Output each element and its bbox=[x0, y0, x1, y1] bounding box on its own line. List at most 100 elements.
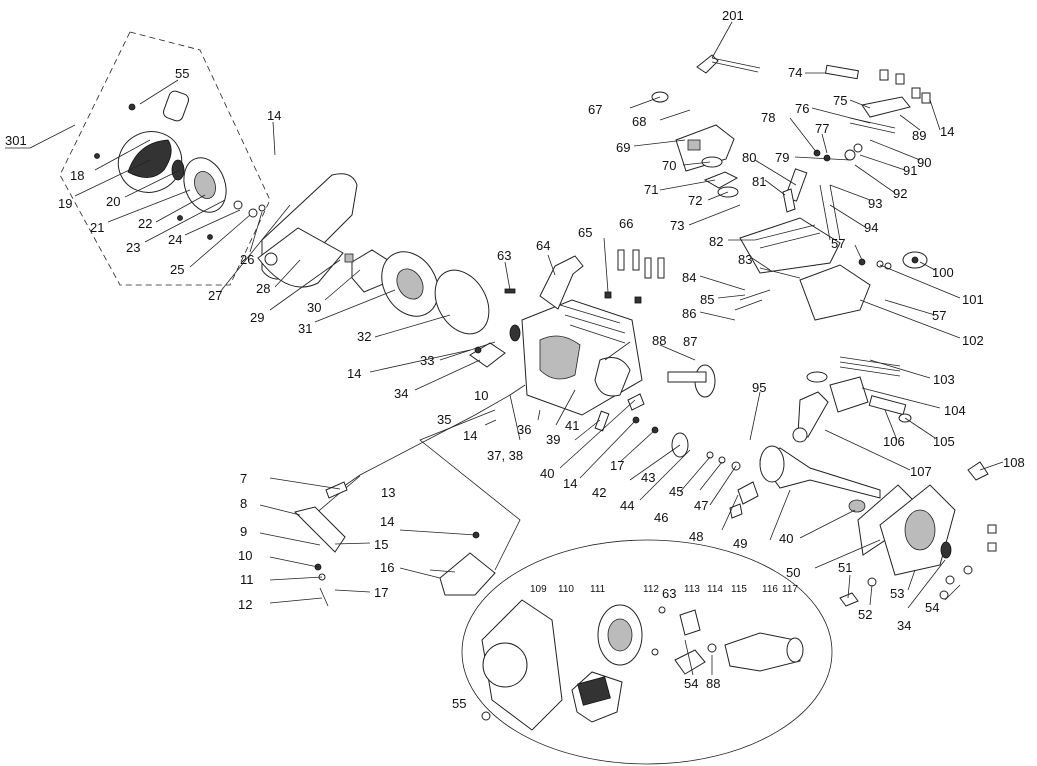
oil-seal bbox=[509, 324, 521, 342]
part-labels: 201 301 55 14 18 19 20 21 22 23 24 25 26… bbox=[5, 8, 1025, 711]
label-14: 14 bbox=[463, 428, 477, 443]
label-110: 110 bbox=[558, 584, 574, 595]
label-54: 54 bbox=[684, 676, 698, 691]
label-20: 20 bbox=[106, 194, 120, 209]
label-81: 81 bbox=[752, 174, 766, 189]
label-86: 86 bbox=[682, 306, 696, 321]
starter-cover bbox=[117, 90, 189, 193]
label-101: 101 bbox=[962, 292, 984, 307]
connecting-rod bbox=[792, 391, 829, 443]
label-71: 71 bbox=[644, 182, 658, 197]
label-90: 90 bbox=[917, 155, 931, 170]
label-83: 83 bbox=[738, 252, 752, 267]
label-57: 57 bbox=[932, 308, 946, 323]
label-45: 45 bbox=[669, 484, 683, 499]
intake-parts bbox=[701, 156, 739, 198]
label-74: 74 bbox=[788, 65, 802, 80]
spark-plug-cap bbox=[539, 255, 584, 310]
label-102: 102 bbox=[962, 333, 984, 348]
label-35: 35 bbox=[437, 412, 451, 427]
label-116: 116 bbox=[762, 584, 778, 595]
label-63: 63 bbox=[662, 586, 676, 601]
label-14: 14 bbox=[563, 476, 577, 491]
label-27: 27 bbox=[208, 288, 222, 303]
label-18: 18 bbox=[70, 168, 84, 183]
label-42: 42 bbox=[592, 485, 606, 500]
label-103: 103 bbox=[933, 372, 955, 387]
label-33: 33 bbox=[420, 353, 434, 368]
leader-lines bbox=[74, 21, 1004, 676]
label-77: 77 bbox=[815, 121, 829, 136]
label-50: 50 bbox=[786, 565, 800, 580]
piston-rings bbox=[806, 356, 912, 423]
label-100: 100 bbox=[932, 265, 954, 280]
label-55: 55 bbox=[175, 66, 189, 81]
label-40: 40 bbox=[779, 531, 793, 546]
head-bolts bbox=[617, 69, 931, 279]
label-41: 41 bbox=[565, 418, 579, 433]
label-65: 65 bbox=[578, 225, 592, 240]
label-115: 115 bbox=[731, 584, 747, 595]
label-44: 44 bbox=[620, 498, 634, 513]
label-92: 92 bbox=[893, 186, 907, 201]
label-8: 8 bbox=[240, 496, 247, 511]
label-69: 69 bbox=[616, 140, 630, 155]
label-10: 10 bbox=[474, 388, 488, 403]
label-40: 40 bbox=[540, 466, 554, 481]
label-34: 34 bbox=[394, 386, 408, 401]
label-10: 10 bbox=[238, 548, 252, 563]
label-14: 14 bbox=[380, 514, 394, 529]
label-14: 14 bbox=[347, 366, 361, 381]
label-106: 106 bbox=[883, 434, 905, 449]
label-46: 46 bbox=[654, 510, 668, 525]
label-107: 107 bbox=[910, 464, 932, 479]
label-39: 39 bbox=[546, 432, 560, 447]
label-114: 114 bbox=[707, 584, 723, 595]
label-34: 34 bbox=[897, 618, 911, 633]
flywheel bbox=[381, 251, 490, 335]
label-52: 52 bbox=[858, 607, 872, 622]
label-63: 63 bbox=[497, 248, 511, 263]
label-112: 112 bbox=[643, 584, 659, 595]
label-72: 72 bbox=[688, 193, 702, 208]
label-67: 67 bbox=[588, 102, 602, 117]
label-13: 13 bbox=[381, 485, 395, 500]
label-37-38: 37, 38 bbox=[487, 448, 523, 463]
label-55: 55 bbox=[452, 696, 466, 711]
label-14: 14 bbox=[940, 124, 954, 139]
label-76: 76 bbox=[795, 101, 809, 116]
label-94: 94 bbox=[864, 220, 878, 235]
camshaft bbox=[667, 364, 716, 398]
label-301: 301 bbox=[5, 133, 27, 148]
label-70: 70 bbox=[662, 158, 676, 173]
label-16: 16 bbox=[380, 560, 394, 575]
label-23: 23 bbox=[126, 240, 140, 255]
label-73: 73 bbox=[670, 218, 684, 233]
label-17: 17 bbox=[374, 585, 388, 600]
label-14: 14 bbox=[267, 108, 281, 123]
label-31: 31 bbox=[298, 321, 312, 336]
exhaust-flange bbox=[858, 251, 928, 270]
label-21: 21 bbox=[90, 220, 104, 235]
label-54: 54 bbox=[925, 600, 939, 615]
label-22: 22 bbox=[138, 216, 152, 231]
label-12: 12 bbox=[238, 597, 252, 612]
label-66: 66 bbox=[619, 216, 633, 231]
starter-pulley bbox=[171, 157, 227, 213]
label-109: 109 bbox=[530, 584, 547, 595]
label-51: 51 bbox=[838, 560, 852, 575]
electric-start-inset bbox=[461, 539, 833, 765]
label-47: 47 bbox=[694, 498, 708, 513]
label-64: 64 bbox=[536, 238, 550, 253]
cylinder-head bbox=[739, 217, 871, 321]
ignition-lead bbox=[696, 54, 761, 74]
label-11: 11 bbox=[240, 572, 254, 587]
oil-level-parts bbox=[594, 393, 759, 519]
label-88: 88 bbox=[706, 676, 720, 691]
label-111: 111 bbox=[590, 584, 606, 595]
label-28: 28 bbox=[256, 281, 270, 296]
label-48: 48 bbox=[689, 529, 703, 544]
label-24: 24 bbox=[168, 232, 182, 247]
label-201: 201 bbox=[722, 8, 744, 23]
